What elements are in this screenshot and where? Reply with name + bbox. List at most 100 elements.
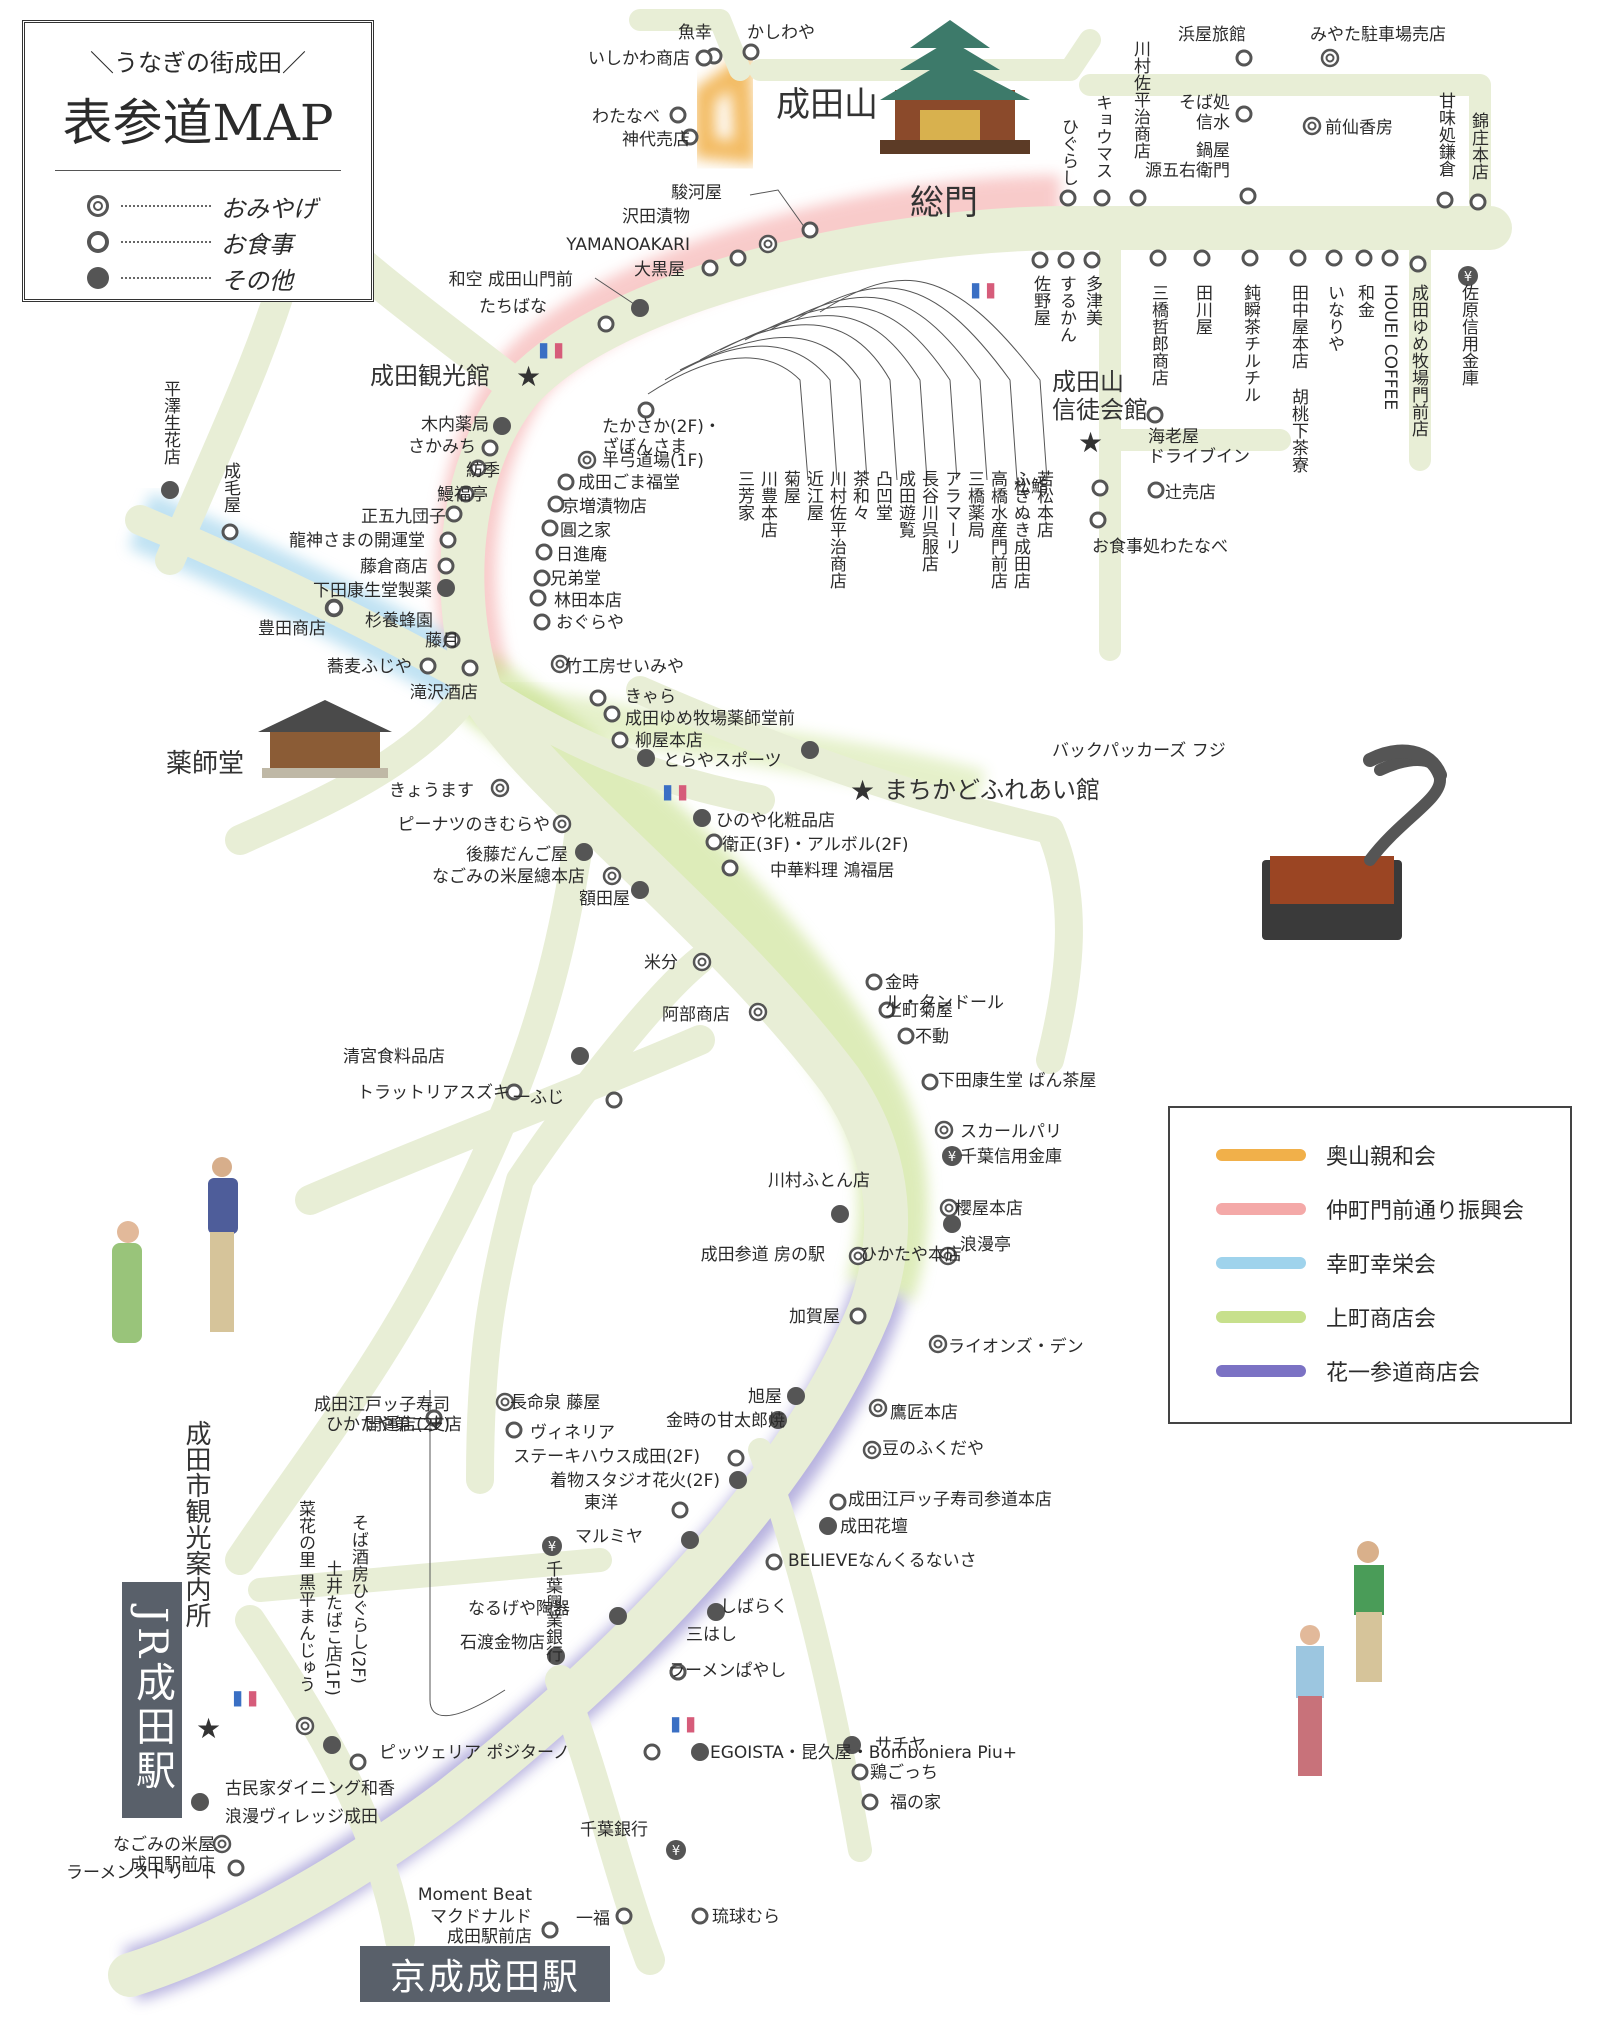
place-label-vertical[interactable]: 錦庄本店 xyxy=(1468,112,1489,180)
place-label[interactable]: 一ふじ xyxy=(513,1088,564,1108)
place-label-vertical[interactable]: 三芳家 xyxy=(734,470,755,521)
place-label[interactable]: 浜屋旅館 xyxy=(1178,25,1246,45)
meal-marker[interactable] xyxy=(419,657,437,675)
place-label[interactable]: 日進庵 xyxy=(556,545,607,565)
place-label-vertical[interactable]: 成田ゆめ牧場門前店 xyxy=(1408,284,1429,437)
meal-marker[interactable] xyxy=(729,249,747,267)
place-label-vertical[interactable]: 和金 xyxy=(1354,284,1375,318)
place-label[interactable]: 魚幸 xyxy=(678,23,712,43)
other-marker[interactable] xyxy=(637,749,655,767)
meal-marker[interactable] xyxy=(603,705,621,723)
place-label-vertical[interactable]: 茶和々 xyxy=(849,470,870,521)
landmark-tourist-info[interactable]: 成田市観光案内所 xyxy=(181,1420,211,1628)
place-label[interactable]: 不動 xyxy=(915,1027,949,1047)
meal-marker[interactable] xyxy=(637,401,655,419)
place-label-vertical[interactable]: 甘味処鎌倉 xyxy=(1435,92,1456,177)
souvenir-marker[interactable] xyxy=(868,1398,888,1418)
place-label[interactable]: 半弓道場(1F) xyxy=(602,451,704,471)
other-marker[interactable] xyxy=(681,1531,699,1549)
place-label[interactable]: 林田本店 xyxy=(554,591,622,611)
other-marker[interactable] xyxy=(609,1607,627,1625)
place-label-vertical[interactable]: アラマーリ xyxy=(941,470,961,555)
meal-marker[interactable] xyxy=(1469,193,1487,211)
souvenir-marker[interactable] xyxy=(748,1002,768,1022)
meal-marker[interactable] xyxy=(1147,481,1165,499)
place-label[interactable]: ピーナツのきむらや xyxy=(398,815,551,835)
place-label[interactable]: 杉養蜂園 xyxy=(365,611,433,631)
meal-marker[interactable] xyxy=(1355,249,1373,267)
place-label[interactable]: 前仙香房 xyxy=(1325,118,1393,138)
place-label[interactable]: 柳屋本店 xyxy=(635,731,703,751)
place-label-vertical[interactable]: 川村佐平治商店 xyxy=(1130,40,1151,159)
place-label[interactable]: Moment Beat xyxy=(418,1885,532,1905)
meal-marker[interactable] xyxy=(1235,49,1253,67)
meal-marker[interactable] xyxy=(1091,479,1109,497)
other-marker[interactable] xyxy=(801,741,819,759)
souvenir-marker[interactable] xyxy=(928,1334,948,1354)
other-marker[interactable] xyxy=(787,1387,805,1405)
place-label[interactable]: 後藤だんご屋 xyxy=(466,845,568,865)
meal-marker[interactable] xyxy=(878,1001,896,1019)
place-label[interactable]: 圓之家 xyxy=(560,521,611,541)
place-label[interactable]: 滝沢酒店 xyxy=(410,683,478,703)
place-label[interactable]: 清宮食料品店 xyxy=(343,1047,445,1067)
place-label[interactable]: マクドナルド成田駅前店 xyxy=(430,1907,532,1947)
place-label[interactable]: 衛正(3F)・アルボル(2F) xyxy=(722,835,909,855)
place-label[interactable]: 上町菊屋 xyxy=(885,1001,953,1021)
meal-marker[interactable] xyxy=(1093,189,1111,207)
meal-marker[interactable] xyxy=(1436,191,1454,209)
place-label[interactable]: いしかわ商店 xyxy=(588,49,690,69)
place-label[interactable]: 成田花壇 xyxy=(840,1517,908,1537)
place-label[interactable]: 浪漫ヴィレッジ成田 xyxy=(225,1807,378,1827)
place-label[interactable]: 鰻福亭 xyxy=(437,485,488,505)
place-label-vertical[interactable]: 菊屋 xyxy=(780,470,801,504)
place-label[interactable]: 豊田商店 xyxy=(258,619,326,639)
place-label[interactable]: しばらく xyxy=(720,1597,788,1617)
souvenir-marker[interactable] xyxy=(602,866,622,886)
place-label[interactable]: 駿河屋 xyxy=(671,183,722,203)
place-label[interactable]: 神代売店 xyxy=(622,130,690,150)
place-label-vertical[interactable]: 田川屋 xyxy=(1192,284,1213,335)
place-label[interactable]: ラーメンぱやし xyxy=(668,1661,786,1681)
place-label-vertical[interactable]: 鈍瞬茶チルチル xyxy=(1240,284,1261,403)
souvenir-marker[interactable] xyxy=(495,1392,515,1412)
place-label[interactable]: 成田参道 房の駅 xyxy=(701,1245,825,1265)
place-label[interactable]: ひのや化粧品店 xyxy=(716,811,835,831)
meal-marker[interactable] xyxy=(721,859,739,877)
place-label[interactable]: ステーキハウス成田(2F) xyxy=(513,1447,700,1467)
meal-marker[interactable] xyxy=(643,1743,661,1761)
meal-marker[interactable] xyxy=(533,569,551,587)
place-label[interactable]: 着物スタジオ花火(2F) xyxy=(550,1471,720,1491)
place-label-vertical[interactable]: 千葉興業銀行 xyxy=(542,1560,563,1663)
place-label[interactable]: 琉球むら xyxy=(712,1907,780,1927)
meal-marker[interactable] xyxy=(897,1027,915,1045)
other-marker[interactable] xyxy=(437,579,455,597)
place-label[interactable]: 紡季 xyxy=(466,461,500,481)
souvenir-marker[interactable] xyxy=(295,1716,315,1736)
meal-marker[interactable] xyxy=(1289,249,1307,267)
place-label-vertical[interactable]: 佐野屋 xyxy=(1030,275,1051,326)
place-label-vertical[interactable]: 川豊本店 xyxy=(757,470,778,538)
meal-marker[interactable] xyxy=(669,1663,687,1681)
place-label[interactable]: BELIEVEなんくるないさ xyxy=(788,1551,977,1571)
meal-marker[interactable] xyxy=(557,473,575,491)
meal-marker[interactable] xyxy=(457,485,475,503)
meal-marker[interactable] xyxy=(705,833,723,851)
place-label[interactable]: ラーメンストリート xyxy=(66,1863,218,1883)
meal-marker[interactable] xyxy=(801,221,819,239)
place-label[interactable]: たちばな xyxy=(479,297,547,317)
souvenir-marker[interactable] xyxy=(552,814,572,834)
meal-marker[interactable] xyxy=(535,543,553,561)
place-label[interactable]: 浪漫亭 xyxy=(960,1235,1011,1255)
other-marker[interactable] xyxy=(493,417,511,435)
souvenir-marker[interactable] xyxy=(1302,116,1322,136)
meal-marker[interactable] xyxy=(1031,251,1049,269)
place-label-vertical[interactable]: 平澤生花店 xyxy=(160,380,181,465)
souvenir-marker[interactable] xyxy=(692,952,712,972)
place-label[interactable]: 成田江戸ッ子寿司開運店(2F) xyxy=(314,1395,450,1435)
jr-narita-station[interactable]: JR成田駅 xyxy=(122,1582,182,1818)
meal-marker[interactable] xyxy=(461,659,479,677)
place-label[interactable]: トラットリアスズキ xyxy=(357,1083,510,1103)
place-label-vertical[interactable]: 高橋水産門前店 xyxy=(987,470,1008,589)
meal-marker[interactable] xyxy=(505,1421,523,1439)
